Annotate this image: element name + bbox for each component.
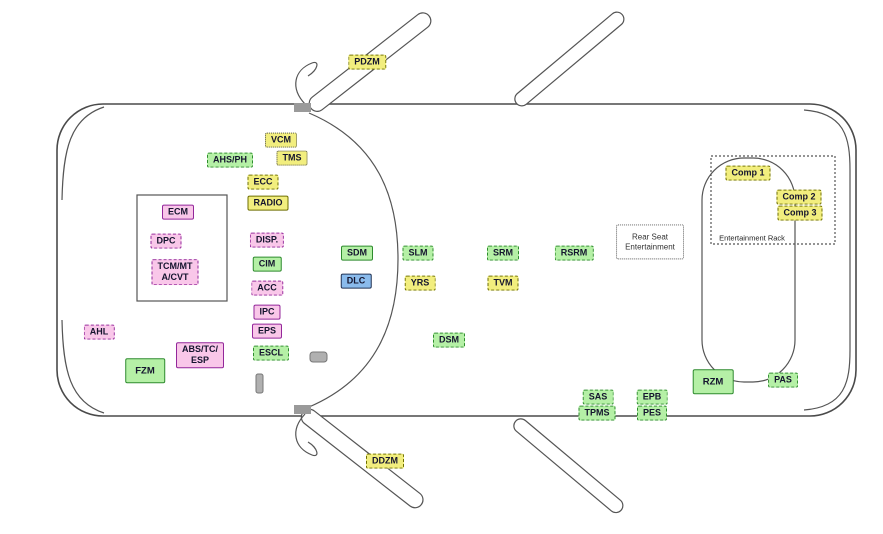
module-tcm-mt-a-cvt: TCM/MT A/CVT — [151, 259, 199, 285]
front-inner-arc-top — [61, 106, 105, 201]
door-hinge-top — [294, 103, 311, 112]
module-ahl: AHL — [83, 324, 115, 340]
module-slm: SLM — [402, 245, 434, 261]
module-tms: TMS — [276, 150, 308, 166]
module-yrs: YRS — [404, 275, 436, 291]
module-rzm: RZM — [692, 369, 734, 395]
front-bottom-mirror-curl — [295, 413, 318, 457]
module-epb: EPB — [636, 389, 668, 405]
module-ddzm: DDZM — [366, 453, 404, 469]
module-dsm: DSM — [433, 332, 465, 348]
module-eps: EPS — [251, 323, 283, 339]
module-ecc: ECC — [247, 174, 279, 190]
module-vcm: VCM — [265, 132, 297, 148]
module-ecm: ECM — [162, 204, 194, 220]
module-fzm: FZM — [125, 358, 165, 384]
module-dpc: DPC — [150, 233, 182, 249]
module-tvm: TVM — [487, 275, 519, 291]
module-pdzm: PDZM — [348, 54, 386, 70]
module-ipc: IPC — [253, 304, 281, 320]
module-sdm: SDM — [341, 245, 373, 261]
console-widget — [309, 351, 328, 363]
entertainment-rack-rect — [710, 155, 836, 245]
rear-right-door — [513, 418, 624, 514]
module-acc: ACC — [251, 280, 283, 296]
rear-inner-line — [803, 109, 851, 411]
cabin-curve — [308, 112, 399, 408]
module-ahs-ph: AHS/PH — [206, 152, 254, 168]
module-pas: PAS — [768, 372, 798, 388]
module-rear-seat-entertainment: Rear Seat Entertainment — [616, 224, 684, 260]
module-comp3: Comp 3 — [777, 205, 823, 221]
front-top-mirror-curl — [295, 61, 318, 105]
module-srm: SRM — [487, 245, 519, 261]
module-cim: CIM — [252, 256, 282, 272]
module-abs-tc-esp: ABS/TC/ ESP — [176, 342, 224, 368]
module-escl: ESCL — [252, 345, 290, 361]
engine-bay-rect — [136, 194, 228, 302]
door-hinge-bottom — [294, 405, 311, 414]
front-inner-arc-bottom — [61, 319, 105, 414]
label-entertainment-rack: Entertainment Rack — [719, 233, 785, 243]
rear-left-door — [514, 11, 625, 107]
module-pes: PES — [636, 405, 668, 421]
module-disp: DISP. — [249, 232, 285, 248]
rear-seat-shape — [701, 157, 796, 383]
module-comp1: Comp 1 — [725, 165, 771, 181]
module-rsrm: RSRM — [554, 245, 594, 261]
module-dlc: DLC — [340, 273, 372, 289]
module-comp2: Comp 2 — [776, 189, 822, 205]
module-radio: RADIO — [247, 195, 289, 211]
pedal-widget — [255, 373, 264, 394]
module-tpms: TPMS — [578, 405, 616, 421]
module-sas: SAS — [582, 389, 614, 405]
car-body-outline — [56, 103, 857, 417]
